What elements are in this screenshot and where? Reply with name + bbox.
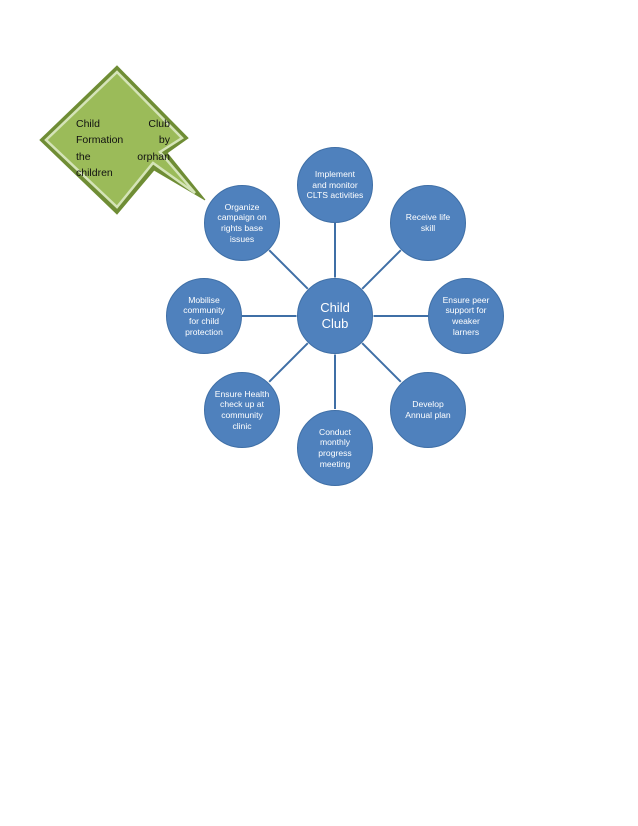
node-label: Conduct monthly progress meeting [318,426,352,469]
node-ensure-health-checkup: Ensure Health check up at community clin… [204,372,280,448]
callout-line-3: the orphan [76,150,170,163]
node-receive-life-skill: Receive life skill [390,185,466,261]
connector-line-ensure-health-checkup [268,342,309,383]
node-label: Ensure Health check up at community clin… [214,388,270,431]
node-implement-monitor-clts: Implement and monitor CLTS activities [297,147,373,223]
callout-line-4: children [76,166,113,179]
node-label: Develop Annual plan [405,399,451,420]
node-organize-campaign: Organize campaign on rights base issues [204,185,280,261]
node-conduct-monthly-meeting: Conduct monthly progress meeting [297,410,373,486]
callout-text: Child Club Formation by the orphan child… [76,116,170,181]
connector-line-receive-life-skill [361,249,402,290]
callout-line-2: Formation by [76,134,170,147]
node-develop-annual-plan: Develop Annual plan [390,372,466,448]
connector-line-develop-annual-plan [361,342,402,383]
node-mobilise-community: Mobilise community for child protection [166,278,242,354]
node-label: Implement and monitor CLTS activities [306,168,364,201]
node-label: Ensure peer support for weaker larners [442,294,490,337]
callout-line-1: Child Club [76,118,170,130]
callout-body [44,70,196,209]
connector-line-organize-campaign [268,249,309,290]
connector-lines [242,223,428,409]
node-label: Mobilise community for child protection [183,294,225,337]
node-label: Receive life skill [405,212,451,233]
center-node-label: Child Club [320,299,350,331]
center-node-child-club: Child Club [297,278,373,354]
node-ensure-peer-support: Ensure peer support for weaker larners [428,278,504,354]
callout-shape [39,65,206,215]
node-label: Organize campaign on rights base issues [217,201,267,244]
